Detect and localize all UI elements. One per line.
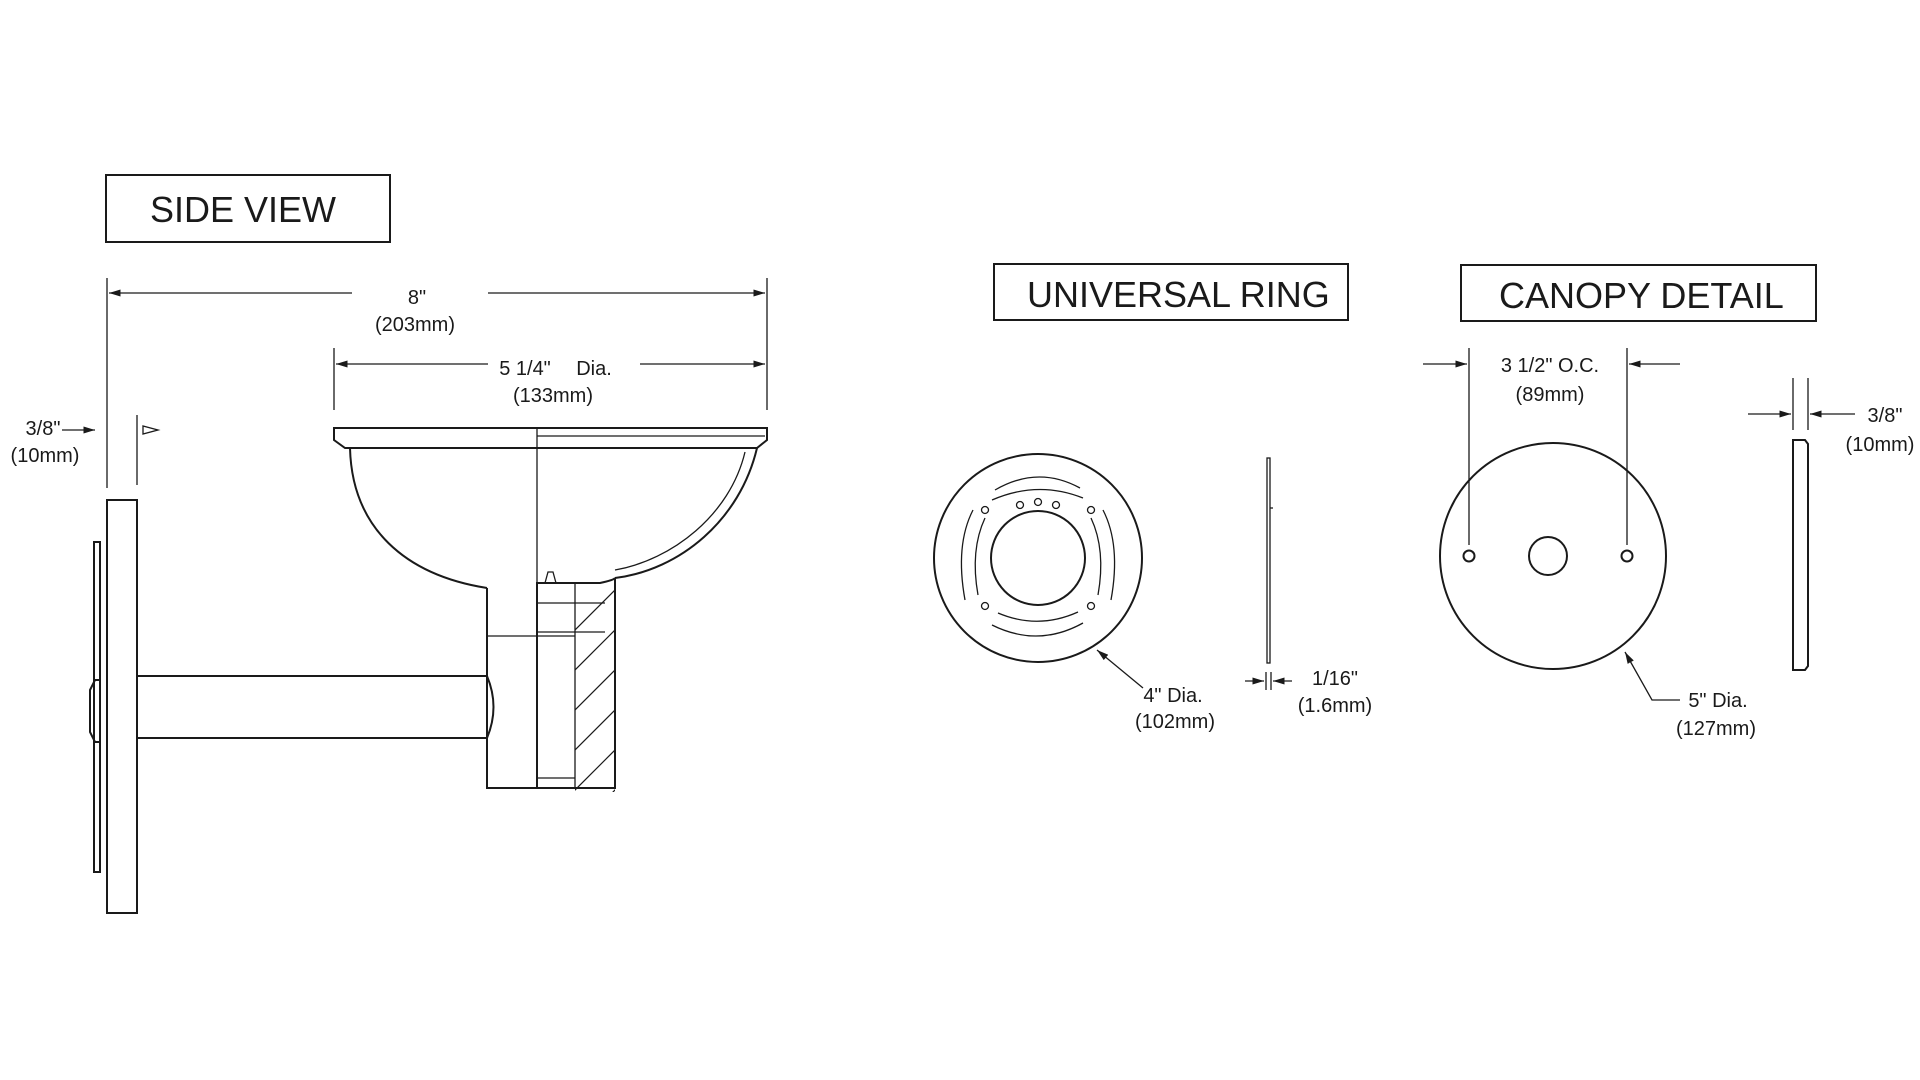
backplate-thickness-mm-label: (10mm) <box>11 445 80 467</box>
canopy-detail: CANOPY DETAIL 3 1/2" O.C. (89mm) 3/8" (1… <box>1423 264 1915 740</box>
canopy-thickness-mm-label: (10mm) <box>1846 434 1915 456</box>
canopy-thickness-label: 3/8" <box>1868 405 1903 427</box>
ring-outer <box>933 453 1143 663</box>
overall-width-mm-label: (203mm) <box>375 314 455 336</box>
bowl-dia-label: 5 1/4" <box>499 358 551 380</box>
hole-spacing-mm-label: (89mm) <box>1516 384 1585 406</box>
bowl-rim <box>333 427 768 449</box>
overall-width-label: 8" <box>408 287 426 309</box>
backplate-thickness-label: 3/8" <box>26 418 61 440</box>
canopy-dia-mm-label: (127mm) <box>1676 718 1756 740</box>
canopy-mount-hole-left <box>1462 549 1476 563</box>
universal-ring-title: UNIVERSAL RING <box>1027 274 1330 315</box>
hole-spacing-label: 3 1/2" O.C. <box>1501 355 1599 377</box>
bowl-dia-mm-label: (133mm) <box>513 385 593 407</box>
ring-inner <box>990 510 1086 606</box>
bowl-dia-suffix-label: Dia. <box>576 358 612 380</box>
ring-thickness-label: 1/16" <box>1312 668 1358 690</box>
canopy-plate <box>1439 442 1667 670</box>
canopy-mount-hole-right <box>1620 549 1634 563</box>
bowl-outer <box>349 447 488 589</box>
universal-ring: UNIVERSAL RING 4" Dia. (102mm) <box>933 263 1372 733</box>
support-body <box>486 577 616 789</box>
ring-slots <box>960 476 1116 637</box>
canopy-side <box>1792 439 1809 671</box>
canopy-center-hole <box>1528 536 1568 576</box>
ring-dia-mm-label: (102mm) <box>1135 711 1215 733</box>
side-view: SIDE VIEW 8" (203mm) 5 1/4" Dia. (133mm)… <box>11 174 768 914</box>
universal-ring-title-box <box>993 263 1349 321</box>
backplate <box>106 499 138 914</box>
ring-dia-label: 4" Dia. <box>1143 685 1202 707</box>
ring-thickness-mm-label: (1.6mm) <box>1298 695 1372 717</box>
side-view-title-box <box>105 174 391 243</box>
canopy-detail-title: CANOPY DETAIL <box>1499 275 1784 316</box>
canopy-detail-title-box <box>1460 264 1817 322</box>
canopy-dia-label: 5" Dia. <box>1688 690 1747 712</box>
ring-side <box>1266 457 1271 664</box>
side-view-title: SIDE VIEW <box>150 189 336 230</box>
